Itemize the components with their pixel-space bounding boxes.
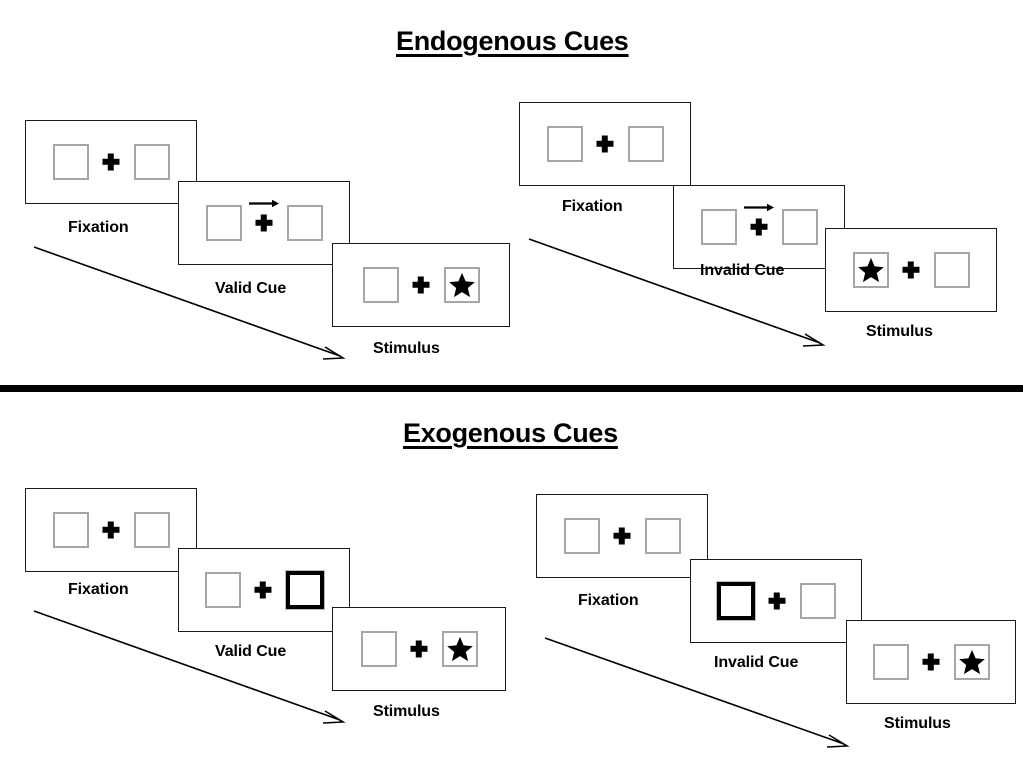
frame-panel-valid-cue bbox=[178, 181, 350, 265]
fixation-cross-icon bbox=[413, 277, 430, 294]
placeholder-box-left bbox=[204, 572, 241, 608]
stage-label-fixation: Fixation bbox=[68, 581, 129, 598]
frame-panel-valid-cue bbox=[178, 548, 350, 632]
target-box-right bbox=[441, 631, 478, 667]
fixation-cross-icon bbox=[103, 522, 120, 539]
stage-label-fixation: Fixation bbox=[562, 198, 623, 215]
stage-label-stimulus: Stimulus bbox=[884, 715, 951, 732]
peripheral-flash-cue-box-right bbox=[284, 570, 325, 610]
stage-label-invalid-cue: Invalid Cue bbox=[714, 654, 799, 671]
stage-label-valid-cue: Valid Cue bbox=[215, 280, 287, 297]
placeholder-box-right bbox=[133, 144, 170, 180]
frame-panel-fixation bbox=[25, 120, 197, 204]
stage-label-invalid-cue: Invalid Cue bbox=[700, 262, 785, 279]
stage-label-valid-cue: Valid Cue bbox=[215, 643, 287, 660]
fixation-cross-icon bbox=[744, 203, 774, 236]
section-title-exogenous: Exogenous Cues bbox=[403, 418, 618, 448]
frame-panel-invalid-cue bbox=[690, 559, 862, 643]
star-target-icon bbox=[958, 648, 986, 676]
section-title-endogenous: Endogenous Cues bbox=[396, 26, 629, 56]
peripheral-flash-cue-box-left bbox=[715, 581, 756, 621]
placeholder-box-right bbox=[781, 209, 818, 245]
placeholder-box-left bbox=[700, 209, 737, 245]
frame-panel-stimulus bbox=[332, 243, 510, 327]
placeholder-box-left bbox=[546, 126, 583, 162]
fixation-cross-icon bbox=[614, 528, 631, 545]
placeholder-box-left bbox=[360, 631, 397, 667]
fixation-cross-icon bbox=[249, 199, 279, 232]
placeholder-box-right bbox=[644, 518, 681, 554]
frame-panel-stimulus bbox=[332, 607, 506, 691]
frame-panel-fixation bbox=[25, 488, 197, 572]
fixation-cross-icon bbox=[597, 136, 614, 153]
placeholder-box-right bbox=[627, 126, 664, 162]
fixation-cross-icon bbox=[769, 593, 786, 610]
time-flow-arrow-exogenous-invalid bbox=[544, 637, 852, 751]
arrow-right-cue-icon bbox=[743, 202, 775, 213]
stage-label-stimulus: Stimulus bbox=[373, 703, 440, 720]
placeholder-box-left bbox=[52, 512, 89, 548]
fixation-cross-icon bbox=[903, 262, 920, 279]
placeholder-box-right bbox=[799, 583, 836, 619]
placeholder-box-left bbox=[872, 644, 909, 680]
frame-panel-stimulus bbox=[825, 228, 997, 312]
fixation-cross-icon bbox=[923, 654, 940, 671]
target-box-left bbox=[852, 252, 889, 288]
star-target-icon bbox=[446, 635, 474, 663]
placeholder-box-left bbox=[362, 267, 399, 303]
placeholder-box-left bbox=[205, 205, 242, 241]
target-box-right bbox=[953, 644, 990, 680]
stage-label-fixation: Fixation bbox=[578, 592, 639, 609]
time-flow-arrow-exogenous-valid bbox=[33, 610, 348, 726]
placeholder-box-left bbox=[563, 518, 600, 554]
placeholder-box-right bbox=[286, 205, 323, 241]
section-divider bbox=[0, 385, 1023, 392]
fixation-cross-icon bbox=[411, 641, 428, 658]
placeholder-box-right bbox=[933, 252, 970, 288]
placeholder-box-right bbox=[133, 512, 170, 548]
target-box-right bbox=[443, 267, 480, 303]
placeholder-box-left bbox=[52, 144, 89, 180]
stage-label-fixation: Fixation bbox=[68, 219, 129, 236]
frame-panel-fixation bbox=[536, 494, 708, 578]
star-target-icon bbox=[857, 256, 885, 284]
frame-panel-fixation bbox=[519, 102, 691, 186]
frame-panel-invalid-cue bbox=[673, 185, 845, 269]
stage-label-stimulus: Stimulus bbox=[866, 323, 933, 340]
fixation-cross-icon bbox=[103, 154, 120, 171]
stage-label-stimulus: Stimulus bbox=[373, 340, 440, 357]
fixation-cross-icon bbox=[255, 582, 272, 599]
star-target-icon bbox=[448, 271, 476, 299]
time-flow-arrow-endogenous-valid bbox=[33, 246, 348, 362]
frame-panel-stimulus bbox=[846, 620, 1016, 704]
time-flow-arrow-endogenous-invalid bbox=[528, 238, 828, 350]
arrow-right-cue-icon bbox=[248, 198, 280, 209]
